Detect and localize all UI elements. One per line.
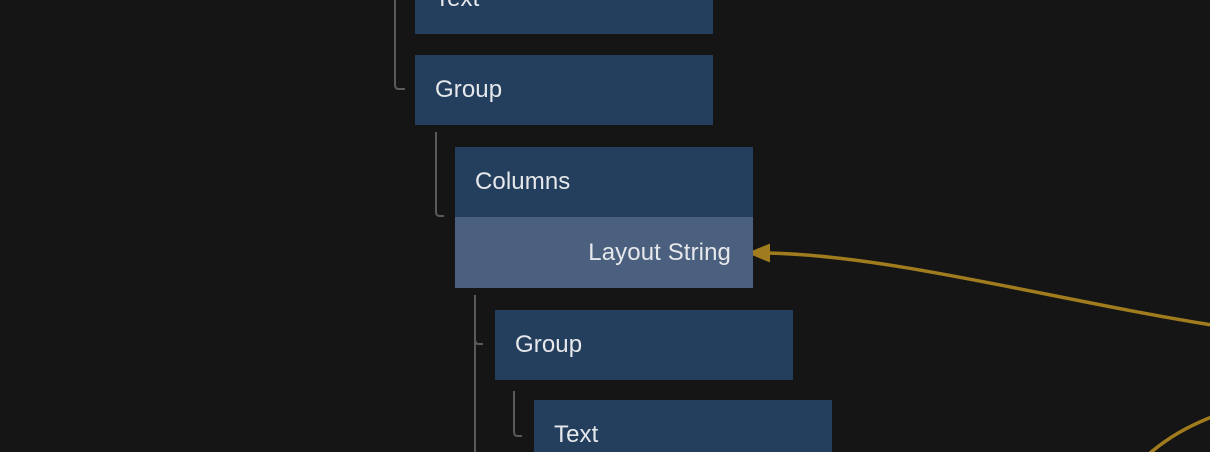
node-columns-label: Columns bbox=[475, 168, 571, 195]
node-columns[interactable]: Columns bbox=[455, 147, 753, 217]
node-group-1[interactable]: Group bbox=[415, 55, 713, 125]
node-text-2-label: Text bbox=[554, 421, 599, 448]
node-text-2[interactable]: Text bbox=[534, 400, 832, 452]
wire-curve-bottom-right[interactable] bbox=[1148, 415, 1210, 452]
input-row-layout-string-label: Layout String bbox=[588, 238, 731, 266]
wire-to-layout-string[interactable] bbox=[747, 243, 1210, 327]
tree-connector-text-2 bbox=[513, 391, 522, 437]
node-text-1-label: Text bbox=[435, 0, 479, 13]
node-text-1[interactable]: Text bbox=[415, 0, 713, 34]
tree-connector-columns bbox=[435, 132, 444, 217]
wire-curve-top[interactable] bbox=[765, 251, 1210, 327]
tree-connector-group-2 bbox=[474, 339, 483, 345]
node-group-2-label: Group bbox=[515, 331, 583, 358]
tree-connector-group-1 bbox=[394, 0, 405, 90]
node-group-2[interactable]: Group bbox=[495, 310, 793, 380]
input-row-layout-string[interactable]: Layout String bbox=[455, 217, 753, 288]
node-group-1-label: Group bbox=[435, 76, 503, 103]
